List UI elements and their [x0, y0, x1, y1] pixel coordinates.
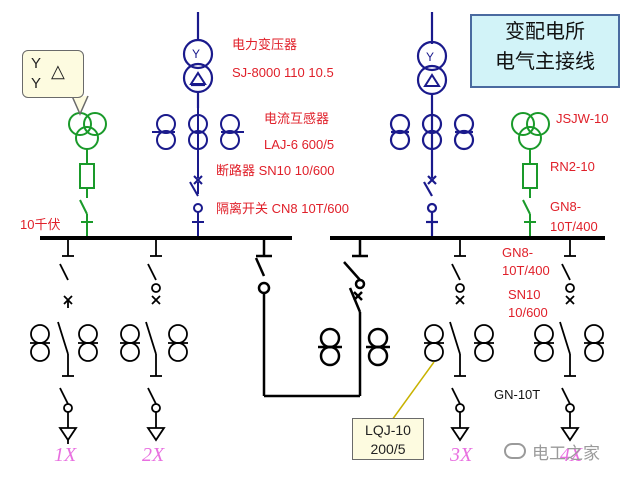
label-gn10t: GN-10T [494, 387, 541, 402]
main-transformer-left [182, 12, 214, 108]
watermark: 电工之家 [504, 436, 636, 466]
pt-left [68, 112, 107, 236]
label-ct-name: 电流互感器 [264, 111, 330, 126]
winding-callout: Y Y △ [22, 50, 84, 98]
feeder-1 [30, 240, 98, 444]
winding-y2: Y [31, 75, 42, 92]
feeder-4 [534, 240, 604, 442]
label-gn8-mid-2: 10T/400 [502, 263, 550, 278]
transformer-right-y-symbol: Y [426, 50, 434, 64]
feeder-2 [120, 240, 188, 442]
ct-group-left [152, 108, 244, 168]
feeder-label-1: 1X [54, 444, 77, 466]
watermark-text: 电工之家 [532, 443, 600, 464]
label-jsjw: JSJW-10 [556, 111, 609, 126]
label-breaker: 断路器 SN10 10/600 [216, 163, 335, 178]
main-transformer-right [389, 12, 475, 236]
feeder-label-4: 4X [560, 444, 583, 466]
feeder-label-3: 3X [450, 444, 473, 466]
feeder-3 [424, 240, 494, 442]
title-line-2: 电气主接线 [495, 49, 595, 73]
label-ct-model: LAJ-6 600/5 [264, 137, 335, 152]
callout-winding-pointer [71, 95, 89, 116]
breaker-left-main [189, 168, 204, 236]
label-rn2: RN2-10 [550, 159, 595, 174]
label-transformer-name: 电力变压器 [232, 37, 298, 52]
pt-right [511, 112, 550, 236]
label-isolator: 隔离开关 CN8 10T/600 [216, 201, 349, 216]
label-gn8-mid-1: GN8- [502, 245, 534, 260]
transformer-y-symbol: Y [192, 47, 200, 61]
title-line-1: 变配电所 [505, 19, 585, 43]
callout-lqj-pointer [391, 361, 435, 421]
label-gn8-right-2: 10T/400 [550, 219, 598, 234]
title-box: 变配电所 电气主接线 [470, 14, 620, 88]
lqj-callout: LQJ-10 200/5 [352, 418, 424, 460]
label-gn8-right-1: GN8- [550, 199, 582, 214]
label-sn10-2: 10/600 [508, 305, 548, 320]
winding-y1: Y [31, 55, 42, 72]
bus-coupler [254, 240, 390, 398]
feeder-label-2: 2X [142, 444, 165, 466]
winding-delta: △ [51, 61, 65, 81]
label-sn10-1: SN10 [508, 287, 541, 302]
label-bus-voltage: 10千伏 [20, 217, 61, 232]
lqj-line-2: 200/5 [370, 441, 406, 457]
wechat-icon [504, 443, 526, 459]
lqj-line-1: LQJ-10 [365, 422, 411, 438]
label-transformer-model: SJ-8000 110 10.5 [232, 65, 334, 80]
